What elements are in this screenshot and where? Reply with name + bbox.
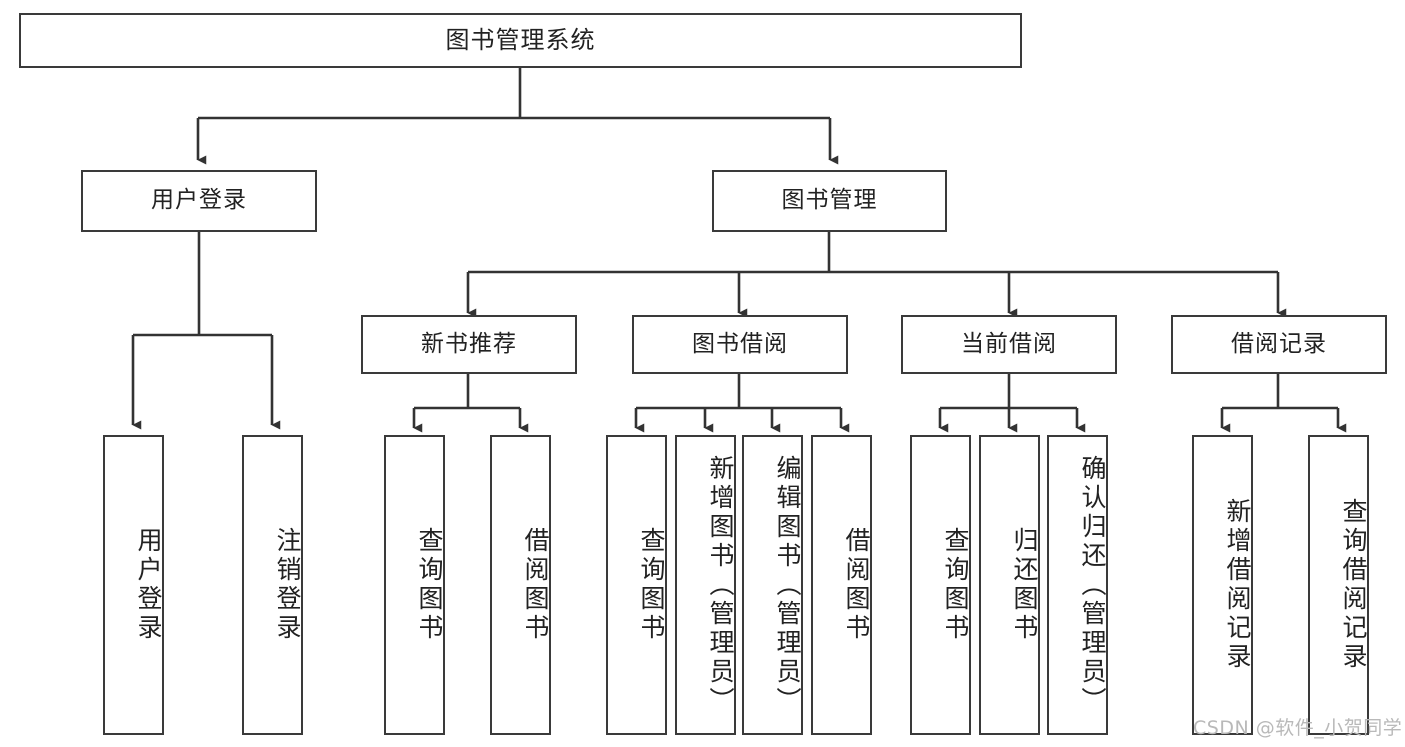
csdn-watermark: CSDN @软件_小贺同学 xyxy=(1193,717,1403,739)
leaf-borrow-book-borrow[interactable]: 借阅图书 xyxy=(811,435,872,735)
leaf-label: 确认归还（管理员） xyxy=(1078,454,1107,716)
leaf-label: 查询图书 xyxy=(941,527,970,643)
leaf-borrow-book-newbook[interactable]: 借阅图书 xyxy=(490,435,551,735)
node-user-login[interactable]: 用户登录 xyxy=(81,170,317,232)
leaf-logout[interactable]: 注销登录 xyxy=(242,435,303,735)
leaf-label: 借阅图书 xyxy=(842,527,871,643)
leaf-return-book[interactable]: 归还图书 xyxy=(979,435,1040,735)
leaf-label: 归还图书 xyxy=(1010,527,1039,643)
leaf-label: 查询借阅记录 xyxy=(1339,498,1368,672)
leaf-label: 编辑图书（管理员） xyxy=(773,454,802,716)
node-book-management[interactable]: 图书管理 xyxy=(712,170,947,232)
leaf-query-book-current[interactable]: 查询图书 xyxy=(910,435,971,735)
node-current-borrow[interactable]: 当前借阅 xyxy=(901,315,1117,374)
leaf-label: 用户登录 xyxy=(134,527,163,643)
node-borrow-record[interactable]: 借阅记录 xyxy=(1171,315,1387,374)
node-root-system[interactable]: 图书管理系统 xyxy=(19,13,1022,68)
leaf-confirm-return-admin[interactable]: 确认归还（管理员） xyxy=(1047,435,1108,735)
leaf-label: 查询图书 xyxy=(637,527,666,643)
leaf-edit-book-admin[interactable]: 编辑图书（管理员） xyxy=(742,435,803,735)
leaf-query-book-newbook[interactable]: 查询图书 xyxy=(384,435,445,735)
leaf-add-borrow-record[interactable]: 新增借阅记录 xyxy=(1192,435,1253,735)
node-book-borrow[interactable]: 图书借阅 xyxy=(632,315,848,374)
leaf-label: 注销登录 xyxy=(273,527,302,643)
node-new-book-recommend[interactable]: 新书推荐 xyxy=(361,315,577,374)
leaf-label: 借阅图书 xyxy=(521,527,550,643)
leaf-label: 新增借阅记录 xyxy=(1223,498,1252,672)
leaf-add-book-admin[interactable]: 新增图书（管理员） xyxy=(675,435,736,735)
leaf-query-borrow-record[interactable]: 查询借阅记录 xyxy=(1308,435,1369,735)
leaf-user-login[interactable]: 用户登录 xyxy=(103,435,164,735)
leaf-query-book-borrow[interactable]: 查询图书 xyxy=(606,435,667,735)
leaf-label: 查询图书 xyxy=(415,527,444,643)
leaf-label: 新增图书（管理员） xyxy=(706,454,735,716)
